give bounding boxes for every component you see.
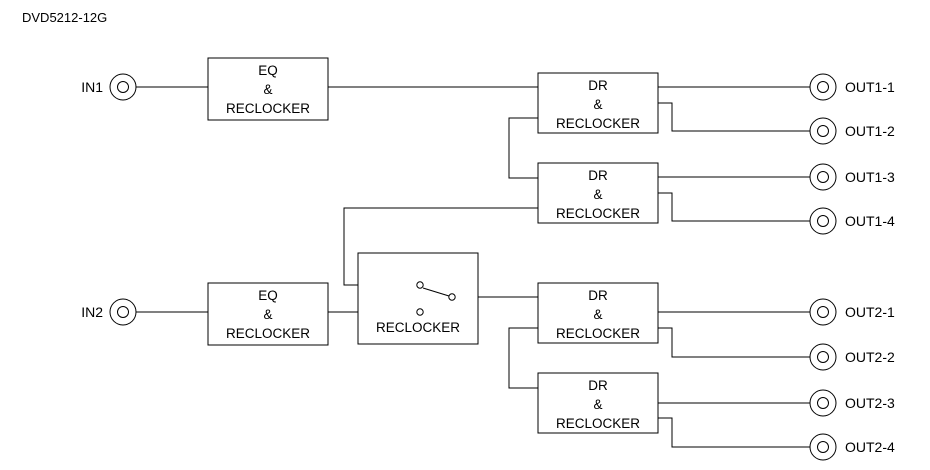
block-line-1: DR <box>588 288 608 303</box>
eq-block-1: EQ & RECLOCKER <box>207 57 329 121</box>
block-line-3: RECLOCKER <box>556 116 640 131</box>
block-line-3: RECLOCKER <box>226 101 310 116</box>
input-in2: IN2 <box>81 298 137 326</box>
connector-inner-ring <box>817 441 829 453</box>
dr-block-4: DR & RECLOCKER <box>537 372 659 434</box>
connector-inner-ring <box>817 215 829 227</box>
output-label: OUT1-3 <box>845 169 895 185</box>
connector-inner-ring <box>817 125 829 137</box>
input-in1: IN1 <box>81 73 137 101</box>
wire-dr3-dr4 <box>508 327 538 389</box>
output-out1-4: OUT1-4 <box>809 207 895 235</box>
block-frame <box>207 282 329 346</box>
block-line-2: & <box>593 397 602 412</box>
switch-reclocker-block: RECLOCKER <box>357 252 479 345</box>
block-line-3: RECLOCKER <box>556 326 640 341</box>
dr-block-3: DR & RECLOCKER <box>537 282 659 344</box>
output-label: OUT2-1 <box>845 304 895 320</box>
output-label: OUT1-2 <box>845 123 895 139</box>
output-out1-3: OUT1-3 <box>809 163 895 191</box>
output-out2-4: OUT2-4 <box>809 433 895 461</box>
block-line-1: EQ <box>258 63 278 78</box>
input-label: IN1 <box>81 79 103 95</box>
switch-contact-b <box>416 308 424 316</box>
output-out1-1: OUT1-1 <box>809 73 895 101</box>
block-frame <box>537 282 659 344</box>
block-frame <box>207 57 329 121</box>
wire-out1-2 <box>658 102 811 132</box>
block-frame <box>537 72 659 134</box>
connector-inner-ring <box>817 81 829 93</box>
output-out2-1: OUT2-1 <box>809 298 895 326</box>
output-label: OUT2-4 <box>845 439 895 455</box>
connector-inner-ring <box>117 306 129 318</box>
wire-out1-4 <box>658 192 811 222</box>
block-line-2: & <box>593 97 602 112</box>
block-frame <box>357 252 479 345</box>
block-line-3: RECLOCKER <box>556 206 640 221</box>
wire-dr1-dr2 <box>508 117 538 179</box>
block-line-2: & <box>263 307 272 322</box>
block-line-1: DR <box>588 378 608 393</box>
block-line-1: DR <box>588 78 608 93</box>
dr-block-2: DR & RECLOCKER <box>537 162 659 224</box>
block-line-3: RECLOCKER <box>556 416 640 431</box>
block-line-1: DR <box>588 168 608 183</box>
dr-block-1: DR & RECLOCKER <box>537 72 659 134</box>
output-label: OUT2-2 <box>845 349 895 365</box>
wire-out2-4 <box>658 417 811 448</box>
connector-inner-ring <box>817 171 829 183</box>
block-frame <box>537 162 659 224</box>
block-line-3: RECLOCKER <box>226 326 310 341</box>
output-label: OUT1-4 <box>845 213 895 229</box>
output-out1-2: OUT1-2 <box>809 117 895 145</box>
connector-inner-ring <box>117 81 129 93</box>
switch-common-contact <box>448 293 456 301</box>
output-out2-3: OUT2-3 <box>809 389 895 417</box>
block-label: RECLOCKER <box>376 320 460 335</box>
block-line-2: & <box>263 82 272 97</box>
block-line-2: & <box>593 187 602 202</box>
wire-out2-2 <box>658 327 811 358</box>
output-out2-2: OUT2-2 <box>809 343 895 371</box>
eq-block-2: EQ & RECLOCKER <box>207 282 329 346</box>
block-line-1: EQ <box>258 288 278 303</box>
block-frame <box>537 372 659 434</box>
diagram-title: DVD5212-12G <box>22 10 107 25</box>
connector-inner-ring <box>817 306 829 318</box>
connector-inner-ring <box>817 397 829 409</box>
switch-lever <box>422 287 450 297</box>
output-label: OUT1-1 <box>845 79 895 95</box>
block-line-2: & <box>593 307 602 322</box>
input-label: IN2 <box>81 304 103 320</box>
output-label: OUT2-3 <box>845 395 895 411</box>
switch-contact-a <box>416 281 424 289</box>
connector-inner-ring <box>817 351 829 363</box>
